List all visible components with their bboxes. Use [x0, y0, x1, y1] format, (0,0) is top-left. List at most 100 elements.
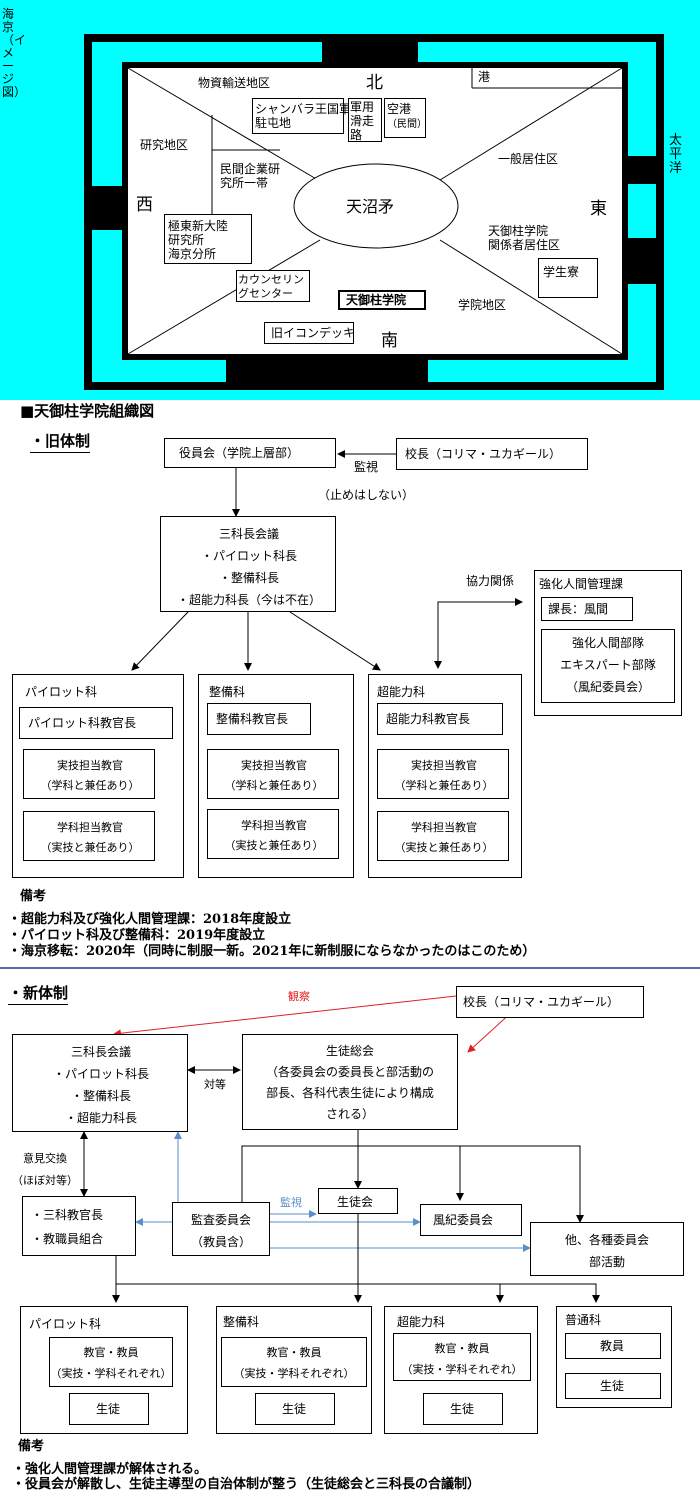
new-dept-psychic-name: 超能力科 — [397, 1315, 446, 1329]
area-airport-text: 空港 （民間） — [387, 102, 427, 132]
old-note-2: ・パイロット科及び整備科：2019年度設立 — [8, 928, 266, 943]
area-counseling-line2: グセンター — [238, 287, 293, 300]
area-private-line1: 民間企業研 — [220, 162, 281, 176]
old-dept-psychic-academic: 学科担当教官 （実技と兼任あり） — [377, 811, 509, 861]
area-airport-line1: 空港 — [387, 102, 412, 116]
dept-mgmt-unit2: エキスパート部隊 — [560, 658, 656, 672]
new-dept-pilot-students: 生徒 — [69, 1393, 149, 1425]
discipline-label: 風紀委員会 — [433, 1213, 494, 1227]
new-dept-pilot-teachers-line2: （実技・学科それぞれ） — [50, 1367, 172, 1380]
area-staff: 天御柱学院 関係者居住区 — [488, 224, 560, 252]
audit-line1: 監査委員会 — [190, 1213, 251, 1227]
old-principal-label: 校長（コリマ・ユカギール） — [405, 447, 562, 461]
new-council-box: 三科長会議 ・パイロット科長 ・整備科長 ・超能力科長 — [12, 1034, 188, 1132]
old-dept-maint-practical-line1: 実技担当教官 — [241, 759, 307, 772]
new-note-1: ・強化人間管理課が解体される。 — [12, 1462, 208, 1477]
map-title-line1: 海京 — [2, 7, 15, 34]
exchange-label: 意見交換 （ほぼ対等） — [10, 1148, 80, 1192]
exchange-line1: 意見交換 — [23, 1152, 67, 1165]
new-dept-maint: 整備科 教官・教員 （実技・学科それぞれ） 生徒 — [216, 1306, 372, 1434]
area-military-line3: 路 — [350, 128, 363, 142]
new-council-text: 三科長会議 ・パイロット科長 ・整備科長 ・超能力科長 — [13, 1041, 189, 1129]
direction-west: 西 — [136, 195, 153, 215]
old-dept-pilot-practical-line1: 実技担当教官 — [57, 759, 123, 772]
old-note-3: ・海京移転：2020年（同時に制服一新。2021年に新制服にならなかったのはこの… — [8, 944, 536, 959]
old-dept-pilot-academic-line1: 学科担当教官 — [57, 821, 123, 834]
dept-mgmt-unit3: （風紀委員会） — [565, 680, 650, 694]
old-notes-title: 備考 — [20, 889, 47, 904]
old-dept-psychic-academic-line2: （実技と兼任あり） — [394, 841, 494, 854]
old-principal-box: 校長（コリマ・ユカギール） — [396, 438, 588, 470]
old-council-text: 三科長会議 ・パイロット科長 ・整備科長 ・超能力科長（今は不在） — [161, 523, 337, 611]
new-dept-psychic-teachers-text: 教官・教員 （実技・学科それぞれ） — [394, 1338, 530, 1380]
new-dept-maint-teachers-text: 教官・教員 （実技・学科それぞれ） — [222, 1342, 366, 1384]
direction-south: 南 — [381, 331, 398, 351]
staff-box: ・三科教官長 ・教職員組合 — [22, 1196, 136, 1256]
old-council-box: 三科長会議 ・パイロット科長 ・整備科長 ・超能力科長（今は不在） — [160, 516, 336, 612]
area-counseling-text: カウンセリン グセンター — [238, 273, 304, 301]
area-fareast-line1: 極東新大陸 — [168, 219, 229, 233]
area-fareast-line2: 研究所 — [168, 233, 205, 247]
dept-mgmt-units-box: 強化人間部隊 エキスパート部隊 （風紀委員会） — [541, 629, 675, 703]
area-counseling: カウンセリン グセンター — [236, 270, 310, 302]
new-dept-maint-teachers: 教官・教員 （実技・学科それぞれ） — [221, 1337, 367, 1387]
old-dept-pilot-practical-line2: （学科と兼任あり） — [40, 779, 140, 792]
old-dept-pilot-head-box: パイロット科教官長 — [19, 707, 173, 739]
old-watch-line2: （止めはしない） — [317, 488, 414, 502]
new-dept-general-teachers-label: 教員 — [600, 1339, 625, 1353]
area-academy: 天御柱学院 — [338, 290, 426, 310]
new-dept-maint-name: 整備科 — [223, 1315, 260, 1329]
area-military-text: 軍用 滑走 路 — [350, 100, 374, 142]
student-council-box: 生徒会 — [318, 1188, 398, 1214]
new-council-line1: 三科長会議 — [70, 1045, 131, 1059]
dept-mgmt-unit1: 強化人間部隊 — [571, 636, 644, 650]
staff-line1: ・三科教官長 — [31, 1208, 104, 1222]
area-military: 軍用 滑走 路 — [348, 98, 382, 142]
new-dept-general: 普通科 教員 生徒 — [556, 1306, 672, 1408]
old-dept-maint-practical-line2: （学科と兼任あり） — [224, 779, 324, 792]
old-dept-maint-academic-text: 学科担当教官 （実技と兼任あり） — [208, 816, 340, 856]
old-dept-maint: 整備科 整備科教官長 実技担当教官 （学科と兼任あり） 学科担当教官 （実技と兼… — [198, 674, 354, 878]
new-dept-maint-students: 生徒 — [255, 1393, 335, 1425]
new-dept-psychic-students: 生徒 — [423, 1393, 503, 1425]
new-dept-general-name: 普通科 — [565, 1313, 602, 1327]
old-note-1: ・超能力科及び強化人間管理課：2018年度設立 — [8, 912, 292, 927]
old-dept-pilot-practical-text: 実技担当教官 （学科と兼任あり） — [24, 756, 156, 796]
staff-text: ・三科教官長 ・教職員組合 — [31, 1203, 103, 1251]
old-dept-maint-academic: 学科担当教官 （実技と兼任あり） — [207, 809, 339, 859]
area-school-district: 学院地区 — [458, 298, 507, 312]
area-military-line2: 滑走 — [350, 114, 375, 128]
map-title-line2: （イメージ図） — [2, 33, 27, 99]
dept-mgmt-chief: 課長：風間 — [548, 602, 609, 616]
assembly-line1: 生徒総会 — [325, 1044, 374, 1058]
old-dept-maint-academic-line2: （実技と兼任あり） — [224, 839, 324, 852]
exchange-line2: （ほぼ対等） — [12, 1174, 78, 1187]
dept-mgmt-units: 強化人間部隊 エキスパート部隊 （風紀委員会） — [542, 632, 674, 698]
area-airport-line2: （民間） — [387, 119, 427, 130]
area-shambhala-line1: シャンバラ王国軍 — [255, 102, 352, 116]
new-dept-pilot-teachers-text: 教官・教員 （実技・学科それぞれ） — [50, 1342, 172, 1384]
new-dept-psychic-teachers-line2: （実技・学科それぞれ） — [401, 1363, 523, 1376]
old-dept-psychic-head-box: 超能力科教官長 — [377, 703, 503, 735]
old-dept-maint-head-box: 整備科教官長 — [207, 703, 311, 735]
new-council-line4: ・超能力科長 — [64, 1111, 137, 1125]
old-notes: ・超能力科及び強化人間管理課：2018年度設立 ・パイロット科及び整備科：201… — [8, 912, 535, 960]
new-dept-psychic-teachers-line1: 教官・教員 — [434, 1342, 490, 1355]
area-private-line2: 究所一帯 — [220, 176, 269, 190]
board-box: 役員会（学院上層部） — [164, 438, 336, 468]
student-council-label: 生徒会 — [337, 1195, 374, 1209]
new-dept-general-students: 生徒 — [565, 1373, 661, 1399]
old-dept-maint-name: 整備科 — [209, 685, 246, 699]
old-dept-pilot-head: パイロット科教官長 — [28, 716, 137, 730]
new-dept-pilot-teachers: 教官・教員 （実技・学科それぞれ） — [49, 1337, 173, 1387]
new-council-line3: ・整備科長 — [70, 1089, 131, 1103]
area-fareast-text: 極東新大陸 研究所 海京分所 — [168, 219, 228, 261]
dept-mgmt-box: 強化人間管理課 課長：風間 強化人間部隊 エキスパート部隊 （風紀委員会） — [534, 570, 682, 716]
area-airport: 空港 （民間） — [384, 98, 427, 138]
old-council-line4: ・超能力科長（今は不在） — [176, 593, 321, 607]
old-watch-line1: 監視 — [353, 460, 378, 474]
ocean-label: 太平洋 — [669, 133, 683, 176]
area-academy-label: 天御柱学院 — [346, 293, 407, 307]
dept-mgmt-title: 強化人間管理課 — [539, 577, 624, 591]
new-principal-label: 校長（コリマ・ユカギール） — [463, 995, 620, 1009]
